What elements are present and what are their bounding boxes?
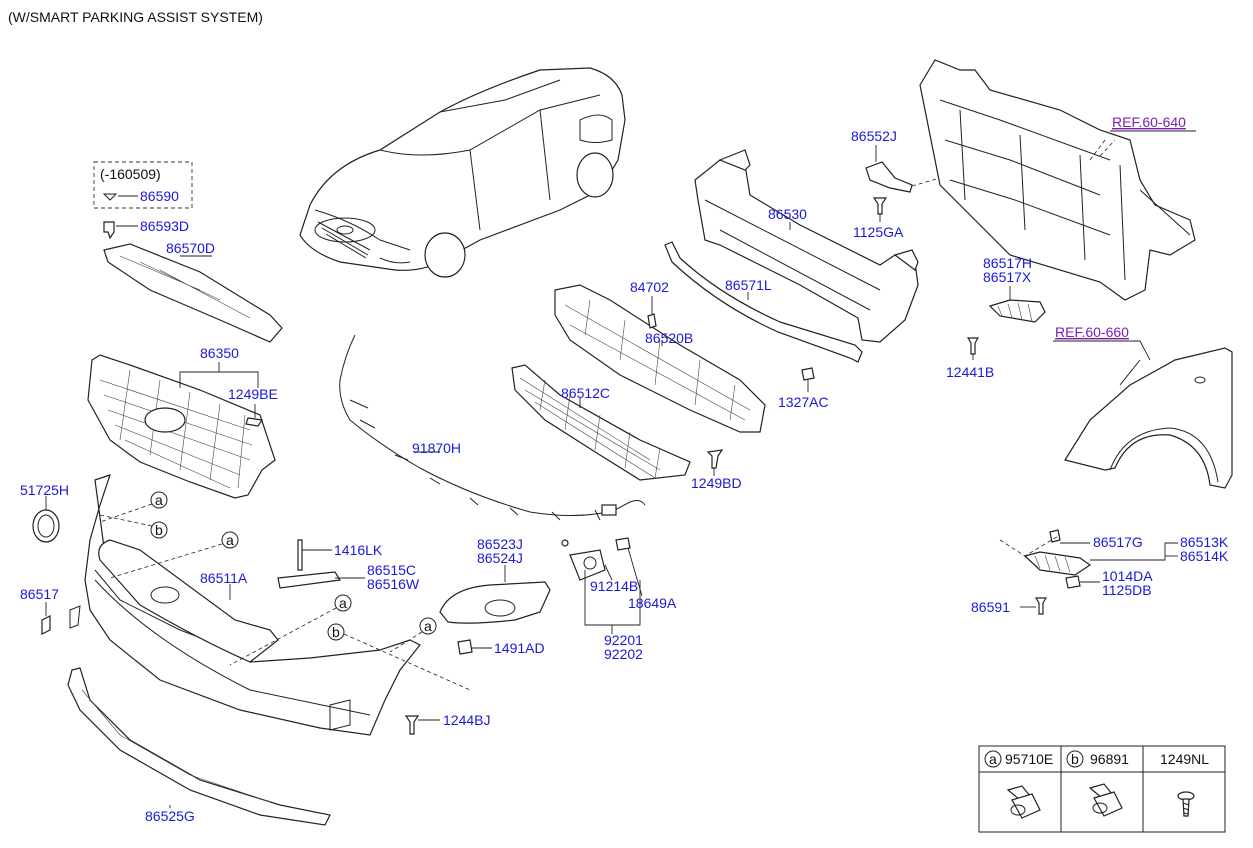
part-label-1416LK[interactable]: 1416LK (334, 542, 383, 558)
bumper-beam-86530 (694, 149, 919, 343)
legend-b-part[interactable]: 96891 (1090, 751, 1129, 767)
emblem-51725h (32, 496, 60, 543)
part-label-91214B[interactable]: 91214B (590, 578, 638, 594)
part-label-86517H[interactable]: 86517H (983, 255, 1032, 271)
part-label-1244BJ[interactable]: 1244BJ (443, 712, 490, 728)
fog-bezel-86523j (439, 565, 551, 624)
radiator-grille-86350 (87, 354, 276, 499)
part-label-1249BE[interactable]: 1249BE (228, 386, 278, 402)
part-label-86524J[interactable]: 86524J (477, 550, 523, 566)
part-label-86593D[interactable]: 86593D (140, 218, 189, 234)
part-label-18649A[interactable]: 18649A (628, 595, 677, 611)
part-label-86525G[interactable]: 86525G (145, 808, 195, 824)
legend-c-part[interactable]: 1249NL (1160, 751, 1209, 767)
callout-a-2: a (226, 532, 234, 548)
garnish-86515c (277, 539, 365, 589)
part-label-86517[interactable]: 86517 (20, 586, 59, 602)
fog-lamp-92201 (561, 537, 643, 634)
upper-cover-86570d (103, 243, 283, 343)
reference-60-660[interactable]: REF.60-660 (1055, 324, 1129, 340)
sensor-bracket-icon (1088, 783, 1123, 817)
part-label-86520B[interactable]: 86520B (645, 330, 693, 346)
nut-1327ac (801, 367, 815, 392)
screw-12441b (966, 337, 980, 360)
part-label-86571L[interactable]: 86571L (725, 277, 772, 293)
clip-84702 (647, 296, 657, 329)
part-label-86590[interactable]: 86590 (140, 188, 179, 204)
callout-b-1: b (155, 522, 163, 538)
energy-absorber-86520b (554, 284, 766, 433)
strip-86571l (664, 241, 863, 363)
bolt-1014da (1065, 575, 1100, 589)
part-label-86512C[interactable]: 86512C (561, 385, 610, 401)
part-label-86530[interactable]: 86530 (768, 206, 807, 222)
part-label-86523J[interactable]: 86523J (477, 536, 523, 552)
callout-a-3: a (339, 595, 347, 611)
part-label-1125DB[interactable]: 1125DB (1102, 582, 1152, 598)
vehicle-illustration (299, 67, 626, 278)
carrier-ref-60-640 (919, 59, 1196, 301)
part-label-92201[interactable]: 92201 (604, 632, 643, 648)
part-label-86517G[interactable]: 86517G (1093, 534, 1143, 550)
part-label-86515C[interactable]: 86515C (367, 562, 416, 578)
legend-a-letter: a (989, 751, 997, 767)
callout-a-1: a (155, 492, 163, 508)
callout-b-2: b (332, 624, 340, 640)
part-label-91870H[interactable]: 91870H (412, 440, 461, 456)
part-label-51725H[interactable]: 51725H (20, 482, 69, 498)
bracket-86513k (999, 529, 1178, 576)
part-label-86511A[interactable]: 86511A (200, 570, 248, 586)
callout-a-4: a (424, 618, 432, 634)
part-label-86514K[interactable]: 86514K (1180, 548, 1229, 564)
fender-ref-60-660 (1064, 347, 1233, 489)
part-label-1249BD[interactable]: 1249BD (691, 475, 742, 491)
front-bumper-86511a (69, 474, 421, 736)
part-label-86517X[interactable]: 86517X (983, 269, 1032, 285)
note-date: (-160509) (100, 166, 161, 182)
bracket-86517 (41, 602, 51, 635)
part-label-86350[interactable]: 86350 (200, 345, 239, 361)
screw-icon (102, 193, 118, 201)
note-box: (-160509) 86590 (93, 161, 193, 209)
callouts: a b a a b a (99, 491, 471, 691)
tapping-screw-icon (1177, 791, 1195, 817)
legend-a-part[interactable]: 95710E (1005, 751, 1053, 767)
screw-86591 (1020, 597, 1048, 615)
legend-table: a 95710E b 96891 1249NL (978, 745, 1226, 833)
bolt-1249bd (706, 449, 724, 476)
part-label-84702[interactable]: 84702 (630, 279, 669, 295)
bracket-86552j (865, 145, 941, 193)
wiring-harness-91870h (339, 334, 646, 521)
parking-sensor-icon (1006, 785, 1041, 819)
part-label-86516W[interactable]: 86516W (367, 576, 420, 592)
part-label-92202[interactable]: 92202 (604, 646, 643, 662)
part-label-1491AD[interactable]: 1491AD (494, 640, 545, 656)
part-label-1125GA[interactable]: 1125GA (853, 224, 904, 240)
part-label-1327AC[interactable]: 1327AC (778, 394, 829, 410)
reference-60-640[interactable]: REF.60-640 (1112, 114, 1186, 130)
part-label-86552J[interactable]: 86552J (851, 128, 897, 144)
part-label-12441B[interactable]: 12441B (946, 364, 994, 380)
part-label-86570D[interactable]: 86570D (166, 240, 215, 256)
legend-b-letter: b (1071, 751, 1079, 767)
screw-1244bj (404, 715, 440, 735)
part-label-86591[interactable]: 86591 (971, 599, 1010, 615)
part-label-86513K[interactable]: 86513K (1180, 534, 1229, 550)
part-label-1014DA[interactable]: 1014DA (1102, 568, 1153, 584)
clip-86593d (103, 221, 138, 240)
clip-1491ad (457, 639, 492, 655)
bolt-1249be (245, 404, 264, 427)
diagram-title: (W/SMART PARKING ASSIST SYSTEM) (8, 9, 263, 25)
bolt-1125ga (872, 197, 888, 222)
bracket-86517h (988, 286, 1046, 323)
lower-lip-86525g (67, 667, 331, 826)
lower-grille-86512c (511, 364, 691, 481)
